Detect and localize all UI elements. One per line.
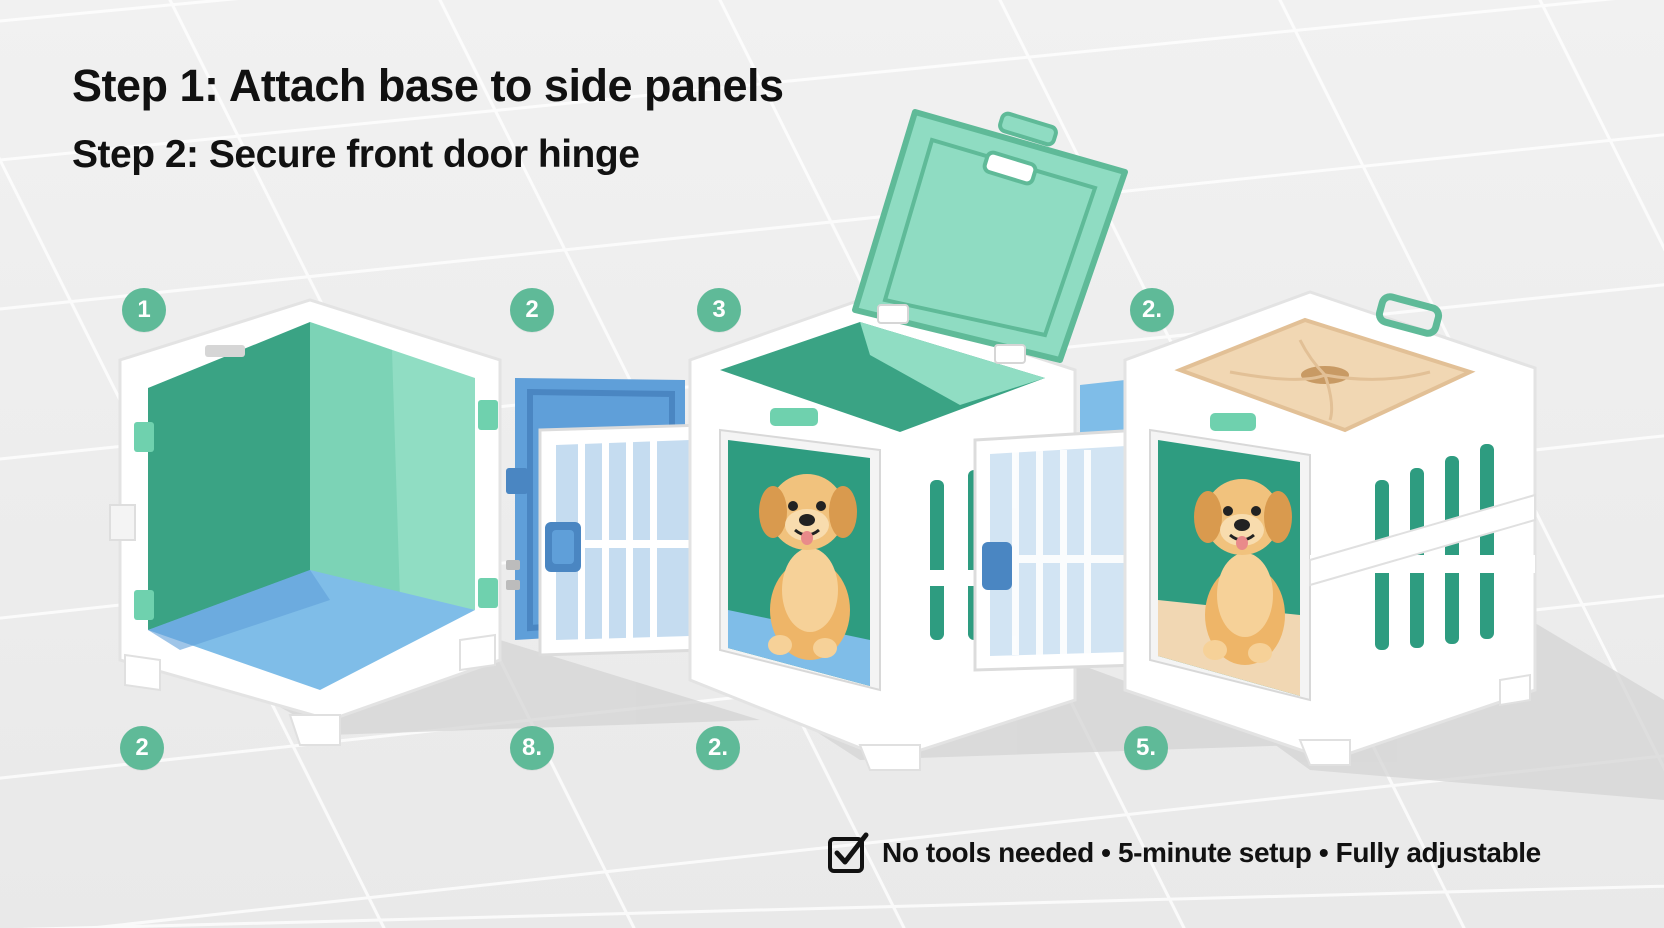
- crate-2-lid: [852, 109, 1128, 364]
- checkbox-check-icon: [828, 832, 869, 873]
- dog-2: [1194, 479, 1292, 665]
- crate-1-side-panels: [109, 298, 502, 746]
- step-1-heading: Step 1: Attach base to side panels: [72, 60, 784, 111]
- crate-3-body: [1123, 290, 1537, 766]
- features-line: No tools needed • 5-minute setup • Fully…: [826, 830, 1541, 876]
- step-badge-top-3: 3: [697, 288, 741, 332]
- features-text: No tools needed • 5-minute setup • Fully…: [882, 837, 1541, 868]
- step-badge-top-1: 1: [122, 288, 166, 332]
- step-badge-bottom-3: 2.: [696, 726, 740, 770]
- step-badge-bottom-2: 8.: [510, 726, 554, 770]
- crate-3-side-vents: [1375, 444, 1494, 650]
- step-badge-top-2: 2: [510, 288, 554, 332]
- step-2-heading: Step 2: Secure front door hinge: [72, 133, 640, 176]
- crate-2-doors: [506, 378, 718, 657]
- step-badge-top-4: 2.: [1130, 288, 1174, 332]
- step-badge-bottom-1: 2: [120, 726, 164, 770]
- dog-1: [759, 474, 857, 660]
- step-badge-bottom-4: 5.: [1124, 726, 1168, 770]
